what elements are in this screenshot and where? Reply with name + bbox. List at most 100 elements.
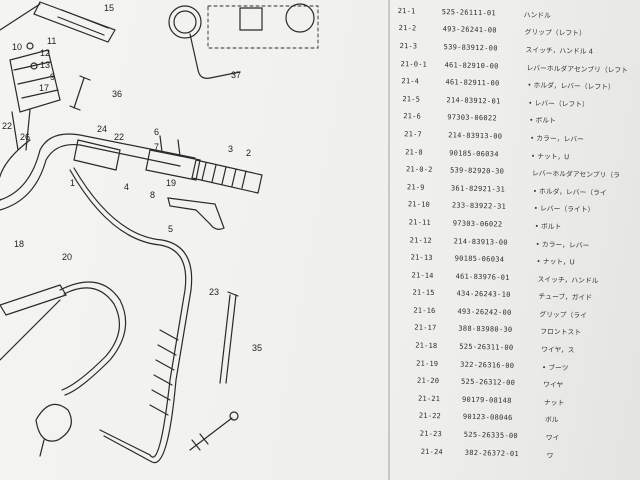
page-divider	[388, 0, 390, 480]
part-description: • ブーツ	[542, 363, 569, 372]
part-ref-number: 21-17	[414, 323, 437, 333]
part-description: • ナット，U	[530, 151, 570, 161]
part-ref-number: 21-20	[416, 376, 440, 386]
part-ref-number: 21-16	[413, 306, 436, 315]
part-description: • ナット，U	[536, 257, 575, 267]
callout: 24	[97, 124, 107, 134]
callout: 7	[154, 142, 159, 152]
part-ref-number: 21-9	[406, 183, 425, 192]
part-number: 214-83912-01	[446, 95, 501, 106]
exploded-parts-diagram: 15 11 12 13 9 17 22 26 36 37 24 22 6 7 3…	[0, 1, 319, 464]
part-number: 525-26311-00	[459, 342, 514, 352]
part-description: レバーホルダアセンブリ（レフト	[526, 63, 629, 75]
part-description: ハンドル	[523, 10, 552, 20]
part-number: 461-82910-00	[444, 60, 499, 71]
part-number: 214-83913-00	[448, 131, 503, 141]
handlebar-drawing	[0, 1, 319, 464]
part-number: 90123-08046	[462, 413, 513, 423]
part-description: ワ	[546, 451, 554, 460]
part-description: スイッチ，ハンドル 4	[525, 46, 594, 56]
callout: 1	[70, 178, 75, 188]
part-number: 525-26312-00	[460, 377, 516, 388]
part-ref-number: 21-6	[403, 112, 422, 121]
part-number: 388-83980-30	[458, 325, 513, 335]
part-number: 525-26335-00	[463, 430, 519, 441]
part-ref-number: 21-8	[405, 147, 423, 157]
callout: 37	[231, 70, 241, 80]
part-ref-number: 21-3	[399, 42, 418, 51]
callout: 9	[50, 72, 55, 82]
callout: 20	[62, 252, 72, 262]
callout: 13	[40, 60, 50, 70]
part-description: • ボルト	[534, 222, 562, 231]
part-description: ワイヤ，ス	[541, 345, 575, 355]
part-number: 90179-08148	[461, 395, 512, 405]
part-description: グリップ（レフト）	[524, 28, 586, 38]
part-ref-number: 21-18	[415, 341, 438, 351]
part-number: 539-82920-30	[449, 166, 505, 176]
part-description: • レバー（ライト）	[533, 204, 595, 215]
part-description: • ホルダ，レバー（ライ	[532, 187, 607, 197]
part-description: • レバー（レフト）	[528, 98, 589, 109]
part-ref-number: 21-0-1	[400, 59, 428, 69]
part-ref-number: 21-19	[416, 359, 439, 368]
part-ref-number: 21-14	[411, 271, 434, 280]
part-ref-number: 21-15	[412, 288, 435, 298]
part-number: 525-26111-01	[441, 7, 497, 18]
part-description: ボル	[544, 416, 559, 425]
part-number: 214-83913-00	[453, 236, 508, 247]
callout: 3	[228, 144, 233, 154]
part-number: 434-26243-10	[456, 289, 511, 300]
callout: 17	[39, 83, 49, 93]
part-number: 233-83922-31	[451, 201, 507, 212]
part-ref-number: 21-23	[419, 429, 443, 439]
callout: 10	[12, 42, 22, 52]
part-ref-number: 21-12	[409, 235, 432, 245]
callout: 15	[104, 3, 114, 13]
callout: 4	[124, 182, 129, 192]
part-ref-number: 21-5	[402, 94, 421, 104]
callout: 18	[14, 239, 24, 249]
part-ref-number: 21-7	[404, 130, 422, 139]
part-number: 361-82921-31	[450, 184, 506, 194]
part-number: 90185-06034	[454, 254, 505, 264]
part-ref-number: 21-11	[408, 218, 431, 227]
part-number: 382-26372-01	[464, 448, 520, 458]
callout: 5	[168, 224, 173, 234]
part-ref-number: 21-22	[418, 412, 442, 421]
part-description: フロントスト	[540, 328, 582, 338]
callout: 8	[150, 190, 155, 200]
part-ref-number: 21-2	[398, 24, 417, 33]
part-ref-number: 21-24	[420, 447, 443, 456]
part-number: 461-83976-01	[455, 272, 510, 282]
part-number: 461-82911-00	[445, 78, 500, 88]
part-ref-number: 21-0-2	[405, 165, 433, 175]
part-description: • カラー，レバー	[535, 239, 590, 250]
part-number: 97303-06022	[447, 113, 498, 123]
callout: 22	[114, 132, 124, 142]
callout: 22	[2, 121, 12, 131]
part-ref-number: 21-21	[417, 394, 441, 404]
part-number: 322-26316-00	[460, 360, 515, 370]
callout: 23	[209, 287, 219, 297]
part-number: 97303-06022	[452, 219, 503, 229]
part-number: 493-26242-00	[457, 307, 512, 317]
callout: 6	[154, 127, 159, 137]
part-number: 90185-06034	[449, 148, 499, 159]
callout: 26	[20, 132, 30, 142]
callout: 2	[246, 148, 251, 158]
part-description: レバーホルダアセンブリ（ラ	[531, 169, 621, 180]
diagram-callouts: 15 11 12 13 9 17 22 26 36 37 24 22 6 7 3…	[2, 3, 262, 353]
part-description: グリップ（ライ	[539, 310, 588, 320]
callout: 36	[112, 89, 122, 99]
part-number: 539-83912-00	[443, 43, 498, 53]
part-ref-number: 21-4	[401, 77, 420, 86]
part-description: • ボルト	[529, 116, 556, 126]
part-ref-number: 21-13	[410, 253, 433, 263]
part-description: ナット	[543, 398, 565, 408]
callout: 35	[252, 343, 262, 353]
part-number: 493-26241-00	[442, 25, 497, 35]
callout: 19	[166, 178, 176, 188]
